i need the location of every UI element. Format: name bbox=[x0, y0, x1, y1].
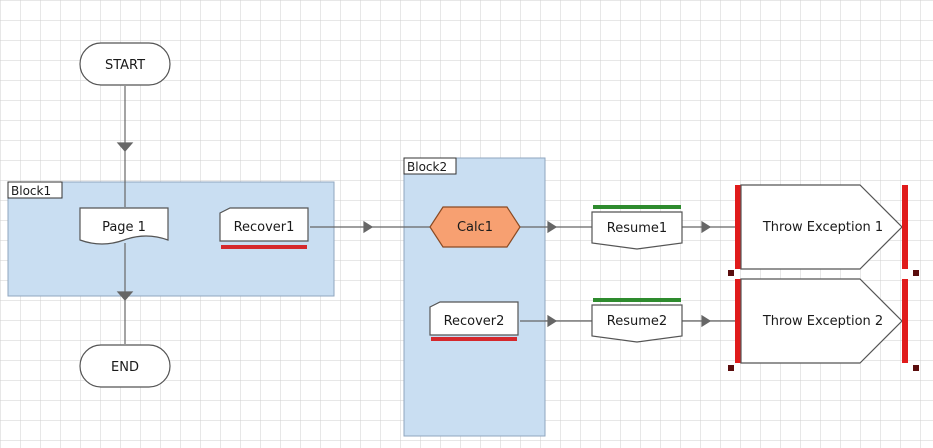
resize-handle[interactable] bbox=[913, 270, 919, 276]
block1-label: Block1 bbox=[11, 184, 51, 198]
throw2-left-bar bbox=[735, 279, 741, 363]
recover1-node-label: Recover1 bbox=[234, 220, 295, 235]
recover2-error-bar bbox=[431, 337, 517, 341]
throw-exception1-node[interactable]: Throw Exception 1 bbox=[735, 184, 908, 270]
resume2-node-label: Resume2 bbox=[607, 314, 667, 329]
recover1-error-bar bbox=[221, 245, 307, 249]
start-node-label: START bbox=[105, 58, 145, 73]
throw-exception2-node[interactable]: Throw Exception 2 bbox=[735, 278, 908, 364]
resume2-status-bar bbox=[593, 298, 681, 302]
recover2-node-label: Recover2 bbox=[444, 314, 505, 329]
resume2-node[interactable]: Resume2 bbox=[591, 298, 683, 343]
throw-exception1-label: Throw Exception 1 bbox=[762, 220, 883, 235]
recover2-node[interactable]: Recover2 bbox=[429, 301, 519, 341]
selection-handles[interactable] bbox=[728, 270, 919, 371]
end-node-label: END bbox=[111, 360, 139, 375]
calc1-node-label: Calc1 bbox=[457, 220, 493, 235]
page1-node-label: Page 1 bbox=[102, 220, 146, 235]
resume1-node-label: Resume1 bbox=[607, 221, 667, 236]
resume1-status-bar bbox=[593, 205, 681, 209]
start-node[interactable]: START bbox=[79, 42, 171, 86]
connectors bbox=[116, 86, 735, 344]
resize-handle[interactable] bbox=[728, 365, 734, 371]
recover1-node[interactable]: Recover1 bbox=[219, 207, 309, 249]
throw1-right-bar bbox=[902, 185, 908, 269]
block2-container[interactable]: Block2 bbox=[403, 157, 546, 437]
throw2-right-bar bbox=[902, 279, 908, 363]
resume1-node[interactable]: Resume1 bbox=[591, 205, 683, 250]
page1-node[interactable]: Page 1 bbox=[79, 207, 169, 245]
throw-exception2-label: Throw Exception 2 bbox=[762, 314, 883, 329]
resize-handle[interactable] bbox=[913, 365, 919, 371]
throw1-left-bar bbox=[735, 185, 741, 269]
block2-label: Block2 bbox=[407, 160, 447, 174]
resize-handle[interactable] bbox=[728, 270, 734, 276]
calc1-node[interactable]: Calc1 bbox=[429, 206, 521, 248]
end-node[interactable]: END bbox=[79, 344, 171, 388]
